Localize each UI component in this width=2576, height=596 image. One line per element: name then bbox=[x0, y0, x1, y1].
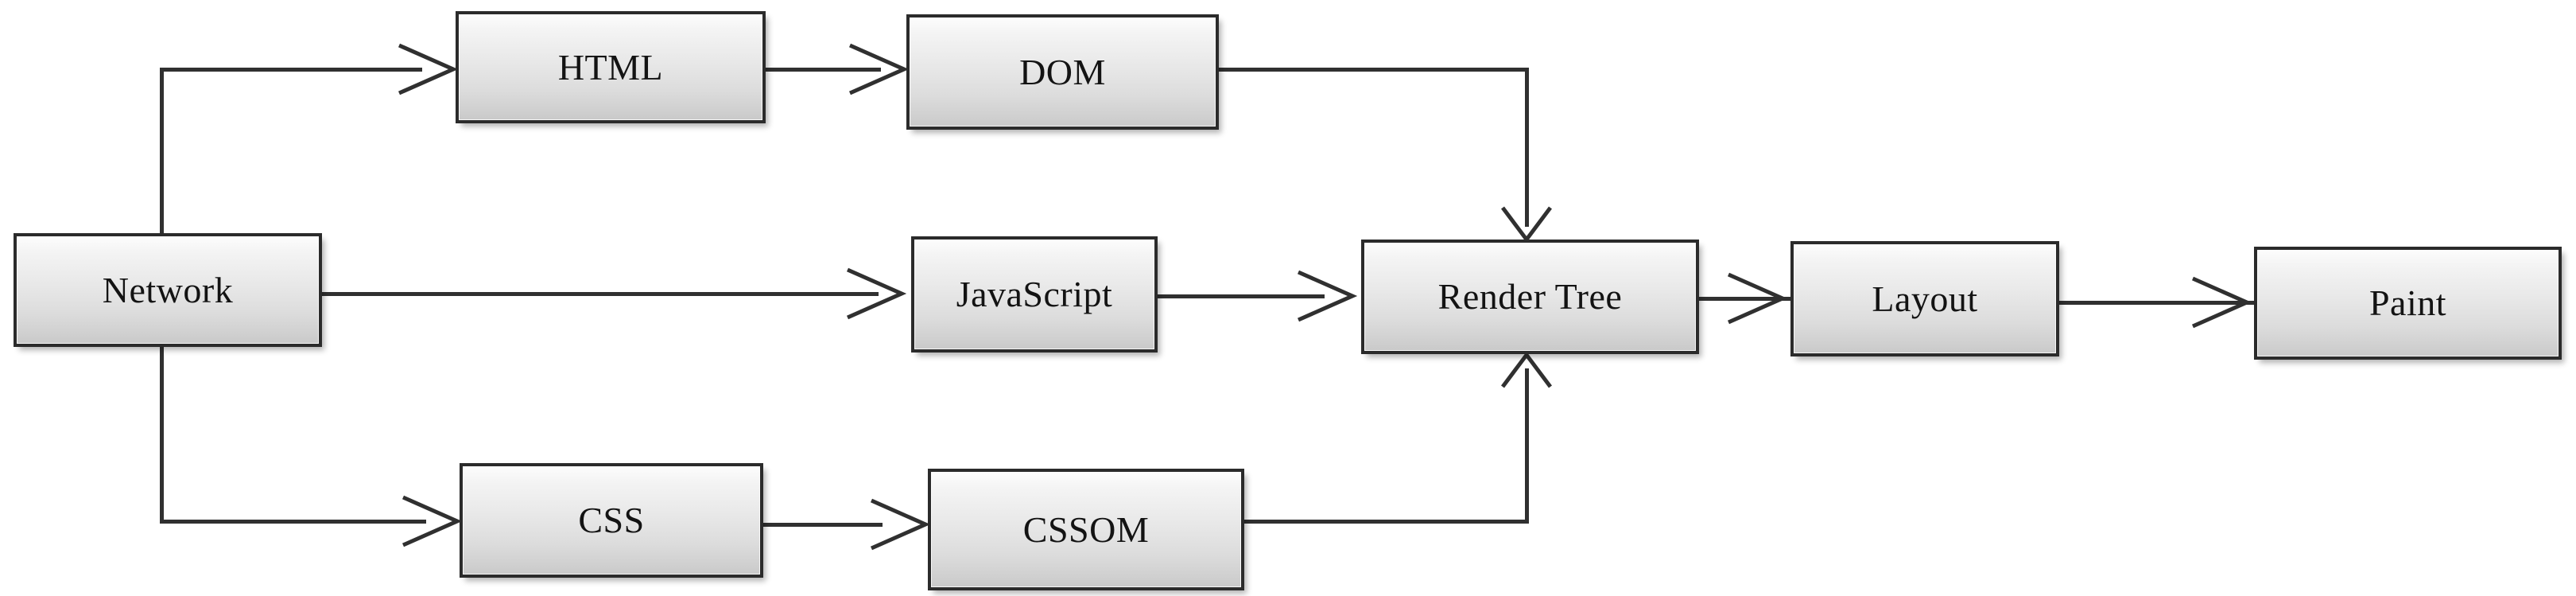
edge-network-css-vertical bbox=[160, 347, 164, 522]
edge-network-css-horizontal bbox=[160, 520, 426, 524]
arrowhead-network-javascript bbox=[843, 265, 907, 322]
node-css[interactable]: CSS bbox=[460, 463, 763, 578]
arrowhead-javascript-rendertree bbox=[1294, 267, 1358, 325]
edge-dom-rendertree-horizontal bbox=[1219, 68, 1529, 72]
edge-network-html-horizontal bbox=[160, 68, 422, 72]
node-html[interactable]: HTML bbox=[456, 11, 766, 123]
edge-css-cssom-horizontal bbox=[763, 523, 883, 527]
arrowhead-layout-paint bbox=[2188, 274, 2252, 331]
edge-rendertree-layout-horizontal bbox=[1699, 297, 1794, 301]
arrowhead-css-cssom bbox=[867, 496, 931, 553]
arrowhead-network-html bbox=[394, 41, 459, 98]
node-paint[interactable]: Paint bbox=[2254, 247, 2562, 360]
arrowhead-network-css bbox=[398, 493, 463, 550]
arrowhead-cssom-rendertree bbox=[1498, 350, 1555, 391]
edge-javascript-rendertree-horizontal bbox=[1158, 294, 1325, 298]
node-render-tree[interactable]: Render Tree bbox=[1361, 240, 1699, 354]
edge-cssom-rendertree-vertical bbox=[1525, 368, 1529, 524]
edge-cssom-rendertree-horizontal bbox=[1244, 520, 1529, 524]
node-paint-label: Paint bbox=[2368, 282, 2447, 323]
node-render-tree-label: Render Tree bbox=[1437, 276, 1623, 317]
node-javascript[interactable]: JavaScript bbox=[911, 236, 1158, 353]
edge-layout-paint-horizontal bbox=[2059, 301, 2258, 305]
node-layout[interactable]: Layout bbox=[1790, 241, 2059, 356]
edge-dom-rendertree-vertical bbox=[1525, 68, 1529, 227]
node-cssom-label: CSSOM bbox=[1022, 508, 1150, 550]
node-layout-label: Layout bbox=[1872, 278, 1978, 319]
node-dom-label: DOM bbox=[1019, 51, 1106, 92]
arrowhead-dom-rendertree bbox=[1498, 203, 1555, 244]
node-javascript-label: JavaScript bbox=[956, 274, 1113, 314]
node-dom[interactable]: DOM bbox=[906, 14, 1219, 130]
node-cssom[interactable]: CSSOM bbox=[928, 469, 1244, 590]
node-network[interactable]: Network bbox=[14, 233, 322, 347]
edge-network-html-vertical bbox=[160, 68, 164, 235]
node-html-label: HTML bbox=[557, 46, 664, 88]
node-network-label: Network bbox=[102, 269, 234, 310]
edge-network-javascript-horizontal bbox=[322, 292, 879, 296]
arrowhead-rendertree-layout bbox=[1724, 270, 1788, 327]
edge-html-dom-horizontal bbox=[766, 68, 881, 72]
arrowhead-html-dom bbox=[845, 41, 910, 98]
node-css-label: CSS bbox=[578, 500, 645, 540]
